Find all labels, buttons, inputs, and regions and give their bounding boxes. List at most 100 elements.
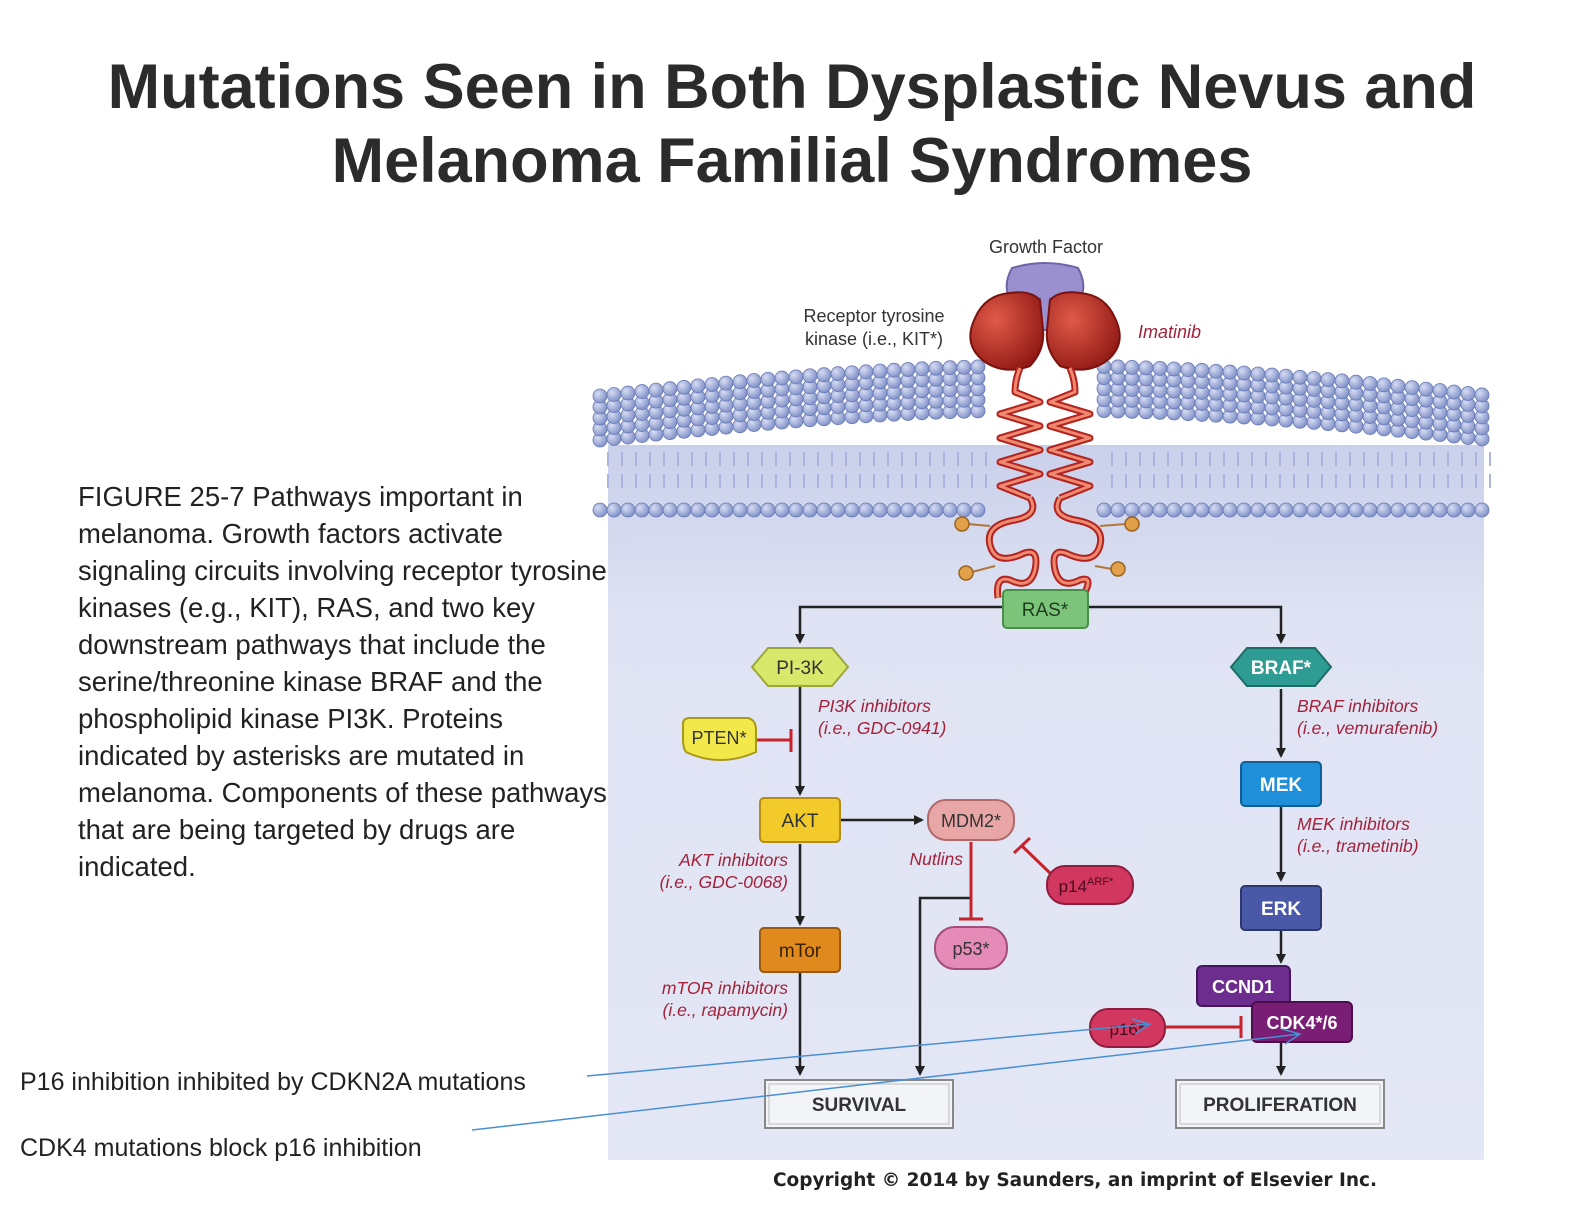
p14-superscript: ARF* xyxy=(1087,876,1114,888)
lipid-head xyxy=(1096,502,1112,518)
p14arf-label: p14ARF* xyxy=(1059,876,1114,896)
lipid-head xyxy=(732,374,748,390)
lipid-head xyxy=(886,502,902,518)
lipid-head xyxy=(648,502,664,518)
akt-node xyxy=(759,797,841,843)
proliferation-label: PROLIFERATION xyxy=(1203,1095,1357,1116)
lipid-head xyxy=(1362,502,1378,518)
lipid-head xyxy=(1334,373,1350,389)
lipid-head xyxy=(676,379,692,395)
lipid-head xyxy=(718,502,734,518)
survival-label: SURVIVAL xyxy=(812,1095,907,1116)
lipid-head xyxy=(1418,381,1434,397)
pten-node xyxy=(682,717,757,761)
pten-label: PTEN* xyxy=(691,728,746,748)
lipid-head xyxy=(1376,377,1392,393)
nutlins-label: Nutlins xyxy=(910,849,964,869)
lipid-head xyxy=(1474,502,1490,518)
lipid-head xyxy=(830,366,846,382)
lipid-head xyxy=(1404,380,1420,396)
lipid-head xyxy=(816,502,832,518)
lipid-head xyxy=(1306,371,1322,386)
lipid-head xyxy=(942,502,958,518)
lipid-head xyxy=(970,359,986,375)
proliferation-box-inner xyxy=(1179,1083,1381,1125)
mdm2-node xyxy=(927,799,1015,841)
lipid-head xyxy=(1432,502,1448,518)
lipid-head xyxy=(1278,502,1294,518)
lipid-head xyxy=(1474,387,1490,403)
lipid-head xyxy=(1418,502,1434,518)
cytoplasm-region xyxy=(608,445,1484,1160)
lipid-head xyxy=(914,502,930,518)
pi3k-node xyxy=(750,647,850,687)
mtor-node xyxy=(759,927,841,973)
lipid-head xyxy=(1194,363,1210,378)
ccnd1-node xyxy=(1196,965,1291,1007)
cdk4-6-node xyxy=(1251,1001,1353,1043)
figure-caption: FIGURE 25-7 Pathways important in melano… xyxy=(78,481,607,882)
lipid-head xyxy=(872,363,888,379)
lipid-head xyxy=(844,502,860,518)
lipid-head xyxy=(900,362,916,377)
lipid-head xyxy=(858,364,874,380)
lipid-head xyxy=(928,360,944,376)
lipid-head xyxy=(1446,384,1462,400)
lipid-head xyxy=(1152,360,1168,376)
braf-node xyxy=(1229,647,1333,687)
erk-node xyxy=(1240,885,1322,931)
proliferation-box xyxy=(1175,1079,1385,1129)
lipid-head xyxy=(1376,502,1392,518)
lipid-head xyxy=(816,367,832,383)
lipid-head xyxy=(1250,502,1266,518)
survival-box-inner xyxy=(768,1083,950,1125)
braf-label: BRAF* xyxy=(1251,658,1312,679)
lipid-head xyxy=(830,502,846,518)
lipid-head xyxy=(802,368,818,384)
lipid-head xyxy=(1180,502,1196,518)
pi3k-label: PI-3K xyxy=(776,658,824,679)
lipid-head xyxy=(1250,366,1266,382)
lipid-head xyxy=(1390,502,1406,518)
lipid-head xyxy=(872,502,888,518)
lipid-head xyxy=(942,360,958,376)
lipid-head xyxy=(606,387,622,402)
receptor-label-line-1: Receptor tyrosine xyxy=(803,306,944,326)
lipid-head xyxy=(1320,372,1336,388)
lipid-head xyxy=(634,502,650,518)
erk-label: ERK xyxy=(1261,899,1301,920)
lipid-head xyxy=(746,502,762,518)
lipid-head xyxy=(1138,360,1154,376)
lipid-head xyxy=(956,502,972,518)
lipid-head xyxy=(900,502,916,518)
lipid-head xyxy=(1460,386,1476,401)
lipid-head xyxy=(1110,359,1126,375)
lipid-head xyxy=(1306,502,1322,518)
braf-inhibitor-label-1: BRAF inhibitors xyxy=(1297,696,1419,716)
lipid-head xyxy=(774,370,790,386)
lipid-head xyxy=(1334,502,1350,518)
cell-membrane xyxy=(592,359,1491,518)
lipid-head xyxy=(1460,502,1476,518)
lipid-head xyxy=(1390,378,1406,394)
p53-node xyxy=(934,926,1008,970)
lipid-head xyxy=(788,369,804,385)
mtor-label: mTor xyxy=(779,941,822,962)
p14-base: p14 xyxy=(1059,877,1087,896)
inhibition-connectors xyxy=(757,729,1243,1038)
mek-inhibitor-label-1: MEK inhibitors xyxy=(1297,814,1410,834)
lipid-head xyxy=(788,502,804,518)
lipid-head xyxy=(1278,368,1294,384)
lipid-head xyxy=(1264,502,1280,518)
lipid-head xyxy=(662,381,678,397)
lipid-head xyxy=(1124,502,1140,518)
lipid-head xyxy=(1292,502,1308,518)
lipid-head xyxy=(1446,502,1462,518)
lipid-head xyxy=(1432,383,1448,398)
lipid-head xyxy=(1320,502,1336,518)
slide-title-line-1: Mutations Seen in Both Dysplastic Nevus … xyxy=(107,52,1477,122)
cdk4-6-label: CDK4*/6 xyxy=(1266,1013,1337,1033)
lipid-head xyxy=(760,371,776,387)
imatinib-label: Imatinib xyxy=(1138,322,1201,342)
